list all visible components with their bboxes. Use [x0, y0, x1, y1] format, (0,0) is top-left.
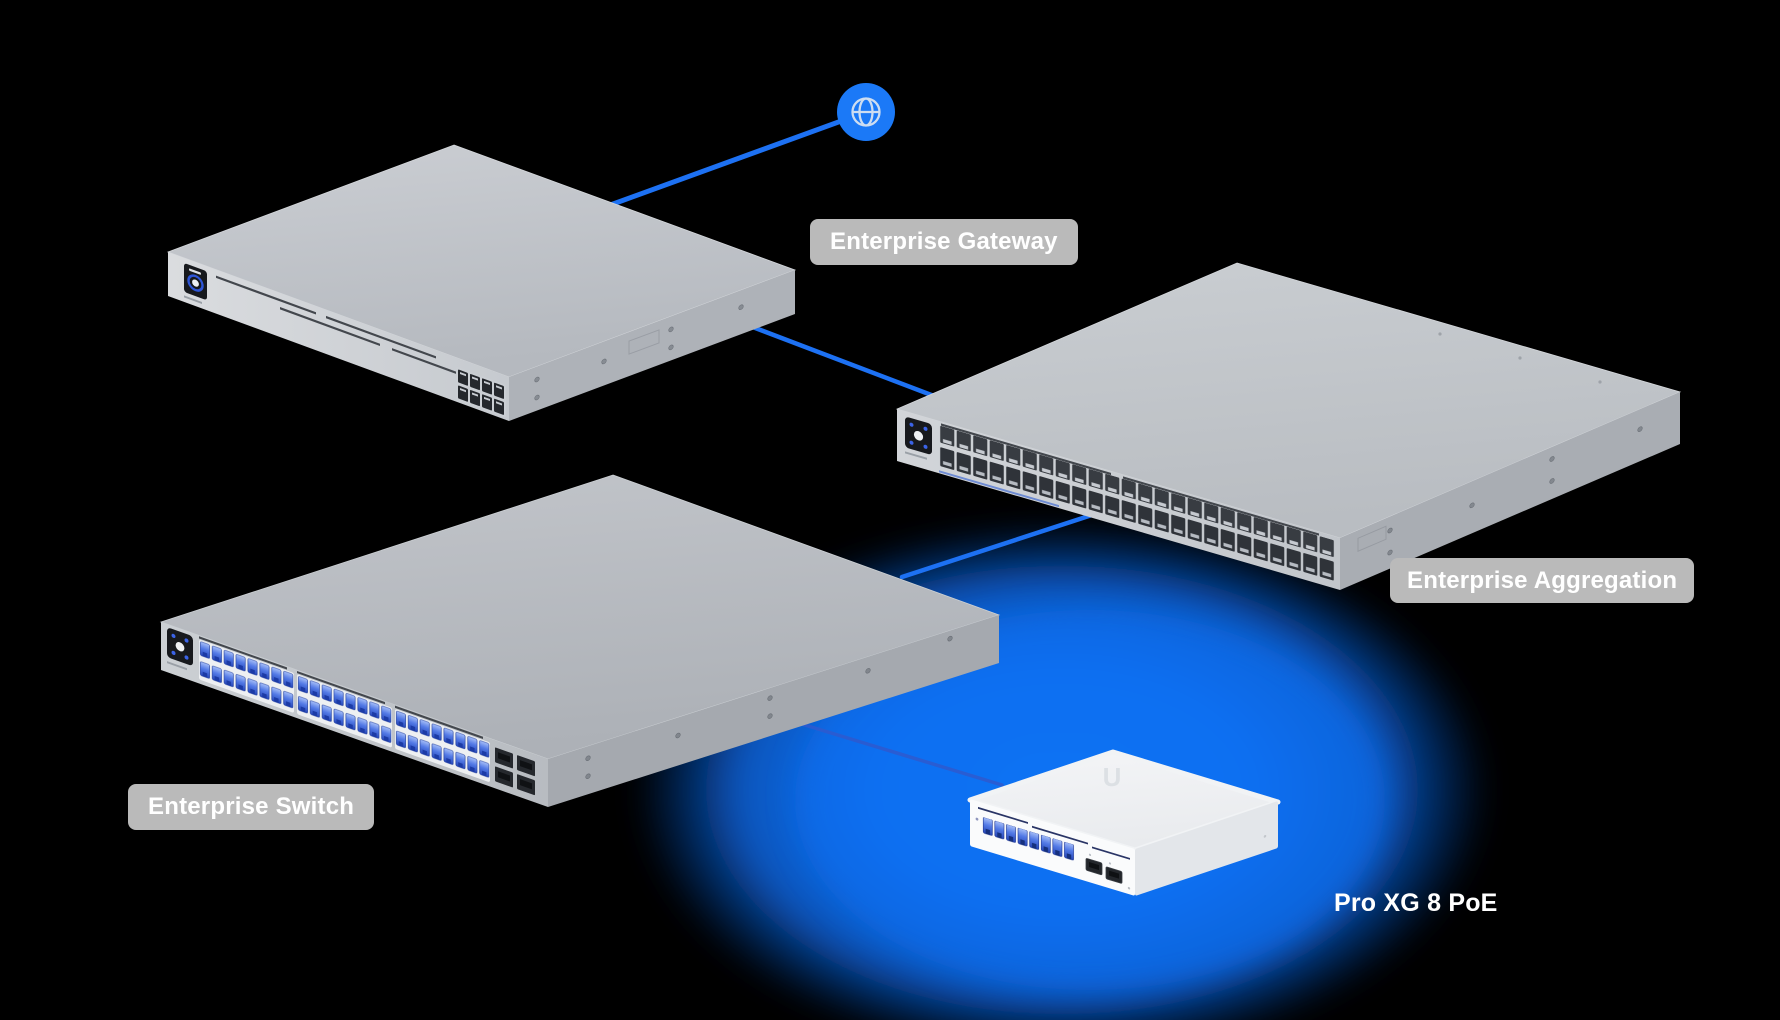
aggregation-sfp-ports [939, 425, 1335, 584]
device-enterprise-aggregation [895, 262, 1682, 591]
proxg-rj45-ports [982, 816, 1075, 864]
switch-front-face [161, 622, 548, 807]
ubiquiti-logo: U [1103, 762, 1122, 792]
label-pro-xg-8-poe-text: Pro XG 8 PoE [1334, 889, 1498, 917]
label-enterprise-switch: Enterprise Switch [128, 784, 375, 830]
switch-side-face [548, 614, 999, 807]
aggregation-side-screws [1387, 426, 1643, 556]
switch-side-screws [585, 635, 953, 779]
proxg-top-face [967, 749, 1281, 853]
link-gateway-aggregation [747, 323, 958, 407]
label-enterprise-aggregation-text: Enterprise Aggregation [1407, 566, 1678, 594]
gateway-port-block [456, 367, 506, 418]
device-enterprise-switch [159, 474, 1001, 807]
aggregation-side-face [1340, 392, 1680, 590]
internet-node [837, 83, 895, 141]
connection-lines [599, 109, 1098, 787]
aggregation-top-face [895, 262, 1682, 539]
globe-icon [851, 97, 881, 127]
link-switch-proxg [793, 720, 1004, 787]
switch-port-group-2 [297, 674, 392, 748]
proxg-front-face [970, 799, 1135, 896]
device-pro-xg-8-poe: U [967, 749, 1281, 896]
label-enterprise-aggregation: Enterprise Aggregation [1390, 558, 1695, 603]
gateway-side-screws [534, 304, 744, 401]
label-enterprise-gateway: Enterprise Gateway [810, 219, 1078, 265]
proxg-sfp-ports [1085, 853, 1123, 884]
device-enterprise-gateway [166, 144, 797, 422]
link-aggregation-switch [899, 511, 1098, 580]
label-enterprise-switch-text: Enterprise Switch [148, 793, 355, 820]
proxg-vent-slots [978, 806, 1130, 860]
label-enterprise-gateway-text: Enterprise Gateway [830, 228, 1058, 255]
link-internet-gateway [599, 109, 869, 211]
switch-vent-slots [199, 636, 483, 739]
switch-sfp-ports [495, 747, 535, 796]
label-pro-xg-8-poe: Pro XG 8 PoE [1334, 889, 1498, 918]
gateway-front-face [168, 252, 509, 422]
aggregation-vent-slots [941, 423, 1319, 536]
proxg-side-face [1135, 801, 1278, 896]
aggregation-front-face [897, 409, 1340, 591]
aggregation-top-screwholes [1438, 332, 1602, 384]
gateway-side-face [509, 270, 795, 421]
switch-port-group-1 [199, 639, 294, 714]
switch-port-group-3 [395, 708, 490, 783]
